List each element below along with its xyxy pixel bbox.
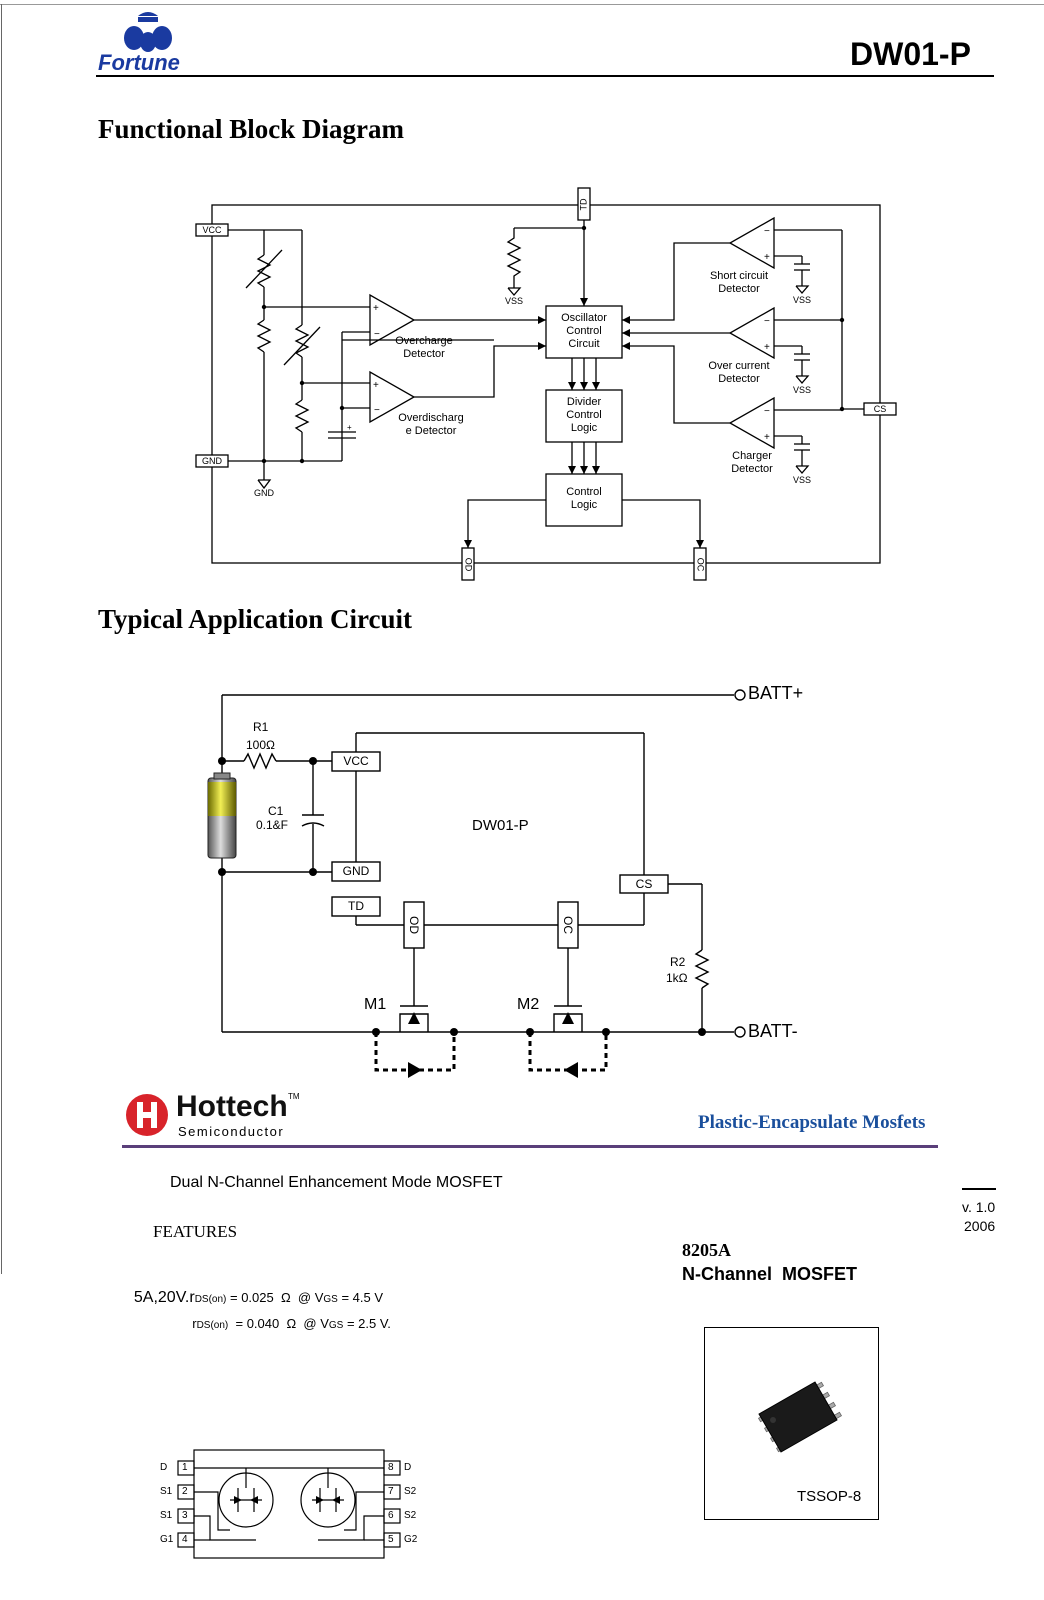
mosfet-description: Dual N-Channel Enhancement Mode MOSFET (170, 1174, 503, 1191)
application-circuit-title: Typical Application Circuit (98, 604, 413, 634)
oscillator-block: Oscillator Control Circuit (561, 312, 607, 350)
spec-line-2: rDS(on) = 0.040 Ω @ VGS = 2.5 V. (192, 1316, 391, 1331)
version-label: v. 1.0 (962, 1199, 996, 1215)
ic-pin-vcc: VCC (343, 754, 369, 768)
overdischarge-detector-label: Overdischarg e Detector (398, 412, 464, 437)
svg-text:−: − (764, 226, 770, 237)
part-type: N-Channel MOSFET (682, 1264, 857, 1284)
pin-3: S1 3 (160, 1510, 188, 1521)
hottech-rule (122, 1145, 938, 1148)
spec-line-1: 5A,20V.rDS(on) = 0.025 Ω @ VGS = 4.5 V (133, 1289, 383, 1306)
bd-vss-short: VSS (792, 295, 811, 305)
svg-text:+: + (764, 342, 770, 353)
fortune-wordmark: Fortune (98, 50, 180, 75)
fortune-logo-icon (124, 12, 172, 52)
r2-name: R2 (670, 955, 686, 969)
features-title: FEATURES (153, 1222, 238, 1241)
bd-pin-oc: OC (695, 557, 706, 572)
version-rule (962, 1188, 996, 1190)
application-circuit (207, 689, 746, 1078)
divider-block: Divider Control Logic (566, 396, 602, 434)
m2-label: M2 (517, 996, 540, 1013)
hottech-sub: Semiconductor (178, 1124, 285, 1139)
pin-8: 8 D (388, 1462, 412, 1473)
ic-pin-td: TD (348, 899, 364, 913)
ic-pin-gnd: GND (342, 864, 370, 878)
hottech-tagline: Plastic-Encapsulate Mosfets (698, 1112, 926, 1133)
bd-ground-label: GND (254, 488, 274, 498)
pin-7: 7 S2 (388, 1486, 417, 1497)
ic-pin-od: OD (407, 916, 421, 934)
c1-name: C1 (268, 804, 284, 818)
tssop-chip-icon (757, 1381, 843, 1453)
c1-value: 0.1&F (256, 818, 289, 832)
svg-text:−: − (374, 329, 380, 340)
page-left-border (1, 4, 2, 1274)
fortune-logo: Fortune (96, 8, 206, 76)
charger-detector-label: Charger Detector (731, 450, 773, 475)
svg-text:+: + (764, 432, 770, 443)
r1-value: 100Ω (246, 738, 275, 752)
block-diagram-title: Functional Block Diagram (98, 114, 405, 144)
r2-value: 1kΩ (666, 971, 688, 985)
svg-text:+: + (373, 380, 379, 391)
overcharge-detector-label: Overcharge Detector (395, 335, 453, 360)
pin-5: 5 G2 (388, 1534, 418, 1545)
hottech-logo-icon (126, 1094, 168, 1136)
bd-pin-cs: CS (873, 404, 887, 414)
svg-text:−: − (374, 405, 380, 416)
ic-pin-cs: CS (635, 877, 653, 891)
version-year: 2006 (964, 1218, 996, 1234)
svg-text:+: + (764, 252, 770, 263)
svg-text:+: + (373, 303, 379, 314)
r1-name: R1 (253, 720, 269, 734)
package-box: TSSOP-8 (704, 1327, 879, 1520)
package-label: TSSOP-8 (797, 1488, 862, 1505)
hottech-logo (124, 1092, 170, 1138)
hottech-trademark: TM (288, 1092, 300, 1101)
bd-pin-od: OD (463, 557, 474, 572)
ic-pin-oc: OC (561, 916, 575, 934)
pin-4: G1 4 (160, 1534, 188, 1545)
batt-plus-label: BATT+ (748, 683, 804, 703)
ic-name: DW01-P (472, 817, 529, 834)
svg-text:+: + (347, 423, 352, 432)
page-top-border (0, 4, 1044, 5)
short-circuit-detector-label: Short circuit Detector (709, 270, 769, 295)
over-current-detector-label: Over current Detector (708, 360, 770, 385)
bd-vss-charger: VSS (792, 475, 811, 485)
block-diagram: + − + − + − + − + − + (195, 187, 897, 581)
pin-1: D 1 (160, 1462, 188, 1473)
svg-text:−: − (764, 316, 770, 327)
control-logic-block: Control Logic (566, 486, 602, 511)
pinout-diagram (177, 1449, 401, 1559)
hottech-wordmark: Hottech (176, 1090, 288, 1123)
pin-6: 6 S2 (388, 1510, 417, 1521)
bd-pin-vcc: VCC (202, 225, 222, 235)
bd-pin-td: TD (578, 198, 589, 211)
bd-pin-gnd: GND (202, 456, 222, 466)
batt-minus-label: BATT- (748, 1021, 798, 1041)
bd-vss-over: VSS (792, 385, 811, 395)
svg-text:−: − (764, 406, 770, 417)
part-8205a: 8205A (682, 1240, 731, 1260)
part-number-title: DW01-P (850, 36, 971, 72)
header-rule (96, 75, 994, 77)
pin-2: S1 2 (160, 1486, 188, 1497)
m1-label: M1 (364, 996, 387, 1013)
bd-vss-td: VSS (504, 296, 523, 306)
